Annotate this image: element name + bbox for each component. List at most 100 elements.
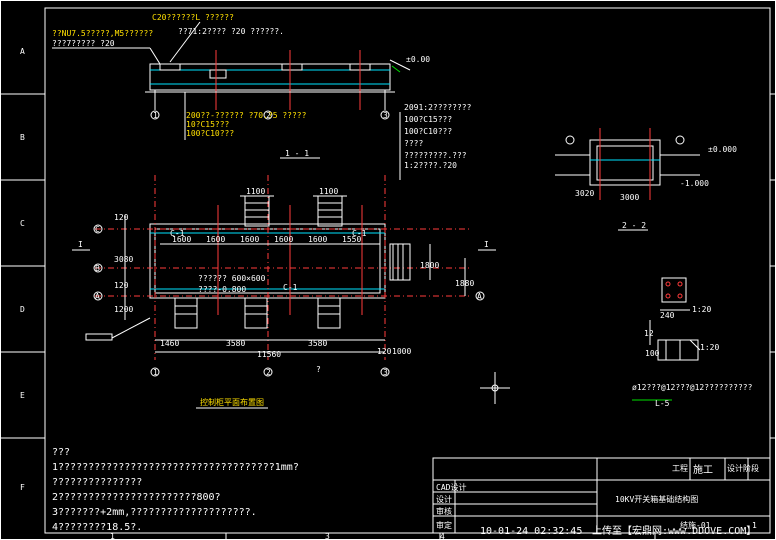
section1-note-top: C20??????L ?????? [152, 13, 234, 22]
axis-right: A [477, 292, 482, 301]
note-line: 3???????+2mm,????????????????????. [52, 507, 257, 518]
axis-label: 1 [153, 111, 158, 120]
section-mark-right: I [484, 240, 489, 249]
section1-note-bottom: 100?C10??? [186, 129, 234, 138]
note-line: 4????????18.5?. [52, 522, 142, 533]
sheet-number: 结施-01 [680, 520, 711, 530]
note-line: 100?C15??? [404, 115, 452, 124]
note-line: 2091:2???????? [404, 103, 472, 112]
stage: 施工 [693, 463, 713, 476]
bottom-mark: ? [316, 365, 321, 374]
section2-dim: ±0.000 [708, 145, 737, 154]
section-mark-left: I [78, 240, 83, 249]
note-line: ?????????.??? [404, 151, 467, 160]
duct-note: ?????? 600×600 [198, 274, 266, 283]
general-notes: ??? 1???????????????????????????????????… [52, 447, 299, 533]
elevation-label: ±0.00 [406, 55, 430, 64]
col-number: 4 [440, 532, 445, 540]
timestamp: 10-01-24 02:32:45 [480, 526, 582, 537]
plan-left-dim: 120 [114, 281, 129, 290]
detail-dim: 240 [660, 311, 675, 320]
plan-bottom-dim: 1460 [160, 339, 179, 348]
section-1-1: 1 2 3 ±0.00 C20??????L ?????? ??71:2????… [52, 13, 430, 159]
cad-label: CAD设计 [436, 482, 466, 492]
plan-title: 控制柜平面布置图 [200, 397, 264, 407]
section2-dim: 3020 [575, 189, 594, 198]
row-letter: D [20, 305, 25, 314]
note-line: 1:2????.?20 [404, 161, 457, 170]
section1-note-left2: ???7????? ?20 [52, 39, 115, 48]
plan-top-dim: 1100 [246, 187, 265, 196]
plan-view: 1100 1100 1600 1600 1600 1600 1600 1550 … [72, 175, 496, 409]
plan-top-dim: 1100 [319, 187, 338, 196]
col-number: 1 [110, 532, 115, 540]
axis-letter: C [95, 225, 100, 234]
company: 工程 [672, 464, 688, 473]
plan-inner-dim: 1550 [342, 235, 361, 244]
row-label: 设计 [436, 494, 452, 504]
axis-label: 2 [266, 111, 271, 120]
row-letter: B [20, 133, 25, 142]
notes-head: ??? [52, 447, 70, 458]
axis-label: 3 [383, 111, 388, 120]
section2-title: 2 - 2 [622, 221, 646, 230]
axis-letter: A [95, 292, 100, 301]
rebar-dim: 12 [644, 329, 654, 338]
beam-label: C-1 [170, 229, 185, 238]
axis-letter: B [95, 264, 100, 273]
section-2-2: ±0.000 3000 3020 -1.000 2 - 2 [555, 128, 737, 231]
plan-inner-dim: 1600 [240, 235, 259, 244]
watermark: 上传至【宏鼎网:www.DDOVE.COM】 [592, 524, 756, 537]
note-line: 100?C10??? [404, 127, 452, 136]
row-letter: A [20, 47, 25, 56]
stage-col: 设计阶段 [727, 463, 759, 473]
row-letter: E [20, 391, 25, 400]
detail-dim: 1:20 [692, 305, 711, 314]
note-line: ???? [404, 139, 423, 148]
row-letter: F [20, 483, 25, 492]
plan-left-dim: 1200 [114, 305, 133, 314]
rebar-dim: 1:20 [700, 343, 719, 352]
plan-inner-dim: 1600 [274, 235, 293, 244]
section1-note-left: ??NU7.5?????,M5?????? [52, 29, 153, 38]
plan-bottom-dim: 120 [377, 347, 392, 356]
detail-block: 240 1:20 12 100 1:20 ø12???@12???@12????… [480, 277, 753, 408]
notes-right: 2091:2???????? 100?C15??? 100?C10??? ???… [399, 103, 472, 180]
note-line: ??????????????? [52, 477, 142, 488]
plan-inner-dim: 1600 [206, 235, 225, 244]
plan-left-dim: 3080 [114, 255, 133, 264]
project-title: 10KV开关箱基础结构图 [615, 494, 698, 504]
section1-note-bottom: 10?C15??? [186, 120, 230, 129]
beam-label: C-1 [283, 283, 298, 292]
plan-left-dim: 120 [114, 213, 129, 222]
axis-num: 2 [266, 368, 271, 377]
section1-note-top2: ??71:2???? ?20 ??????. [178, 27, 284, 36]
row-letter: C [20, 219, 25, 228]
rebar-note: ø12???@12???@12?????????? [632, 383, 753, 392]
rebar-title: L-5 [655, 399, 670, 408]
note-line: 2???????????????????????800? [52, 492, 221, 503]
row-label: 审核 [436, 506, 452, 516]
note-line: 1????????????????????????????????????1mm… [52, 462, 299, 473]
plan-bottom-dim: 3580 [226, 339, 245, 348]
col-number: 3 [325, 532, 330, 540]
axis-num: 3 [383, 368, 388, 377]
section1-title: 1 - 1 [285, 149, 309, 158]
section1-note-bottom: 200??-?????? ?70.?5 ????? [186, 111, 307, 120]
plan-bottom-dim: 3580 [308, 339, 327, 348]
plan-right-dim: 1880 [455, 279, 474, 288]
inner-border [44, 7, 771, 534]
page-number: 1 [752, 521, 757, 530]
section2-dim: -1.000 [680, 179, 709, 188]
beam-label: C-1 [352, 229, 367, 238]
plan-bottom-dim: 1000 [392, 347, 411, 356]
rebar-dim: 100 [645, 349, 660, 358]
duct-note2: ????-0.800 [198, 285, 246, 294]
section2-dim: 3000 [620, 193, 639, 202]
plan-total-dim: 11560 [257, 350, 281, 359]
plan-right-dim: 1800 [420, 261, 439, 270]
row-label: 审定 [436, 520, 452, 530]
plan-inner-dim: 1600 [308, 235, 327, 244]
